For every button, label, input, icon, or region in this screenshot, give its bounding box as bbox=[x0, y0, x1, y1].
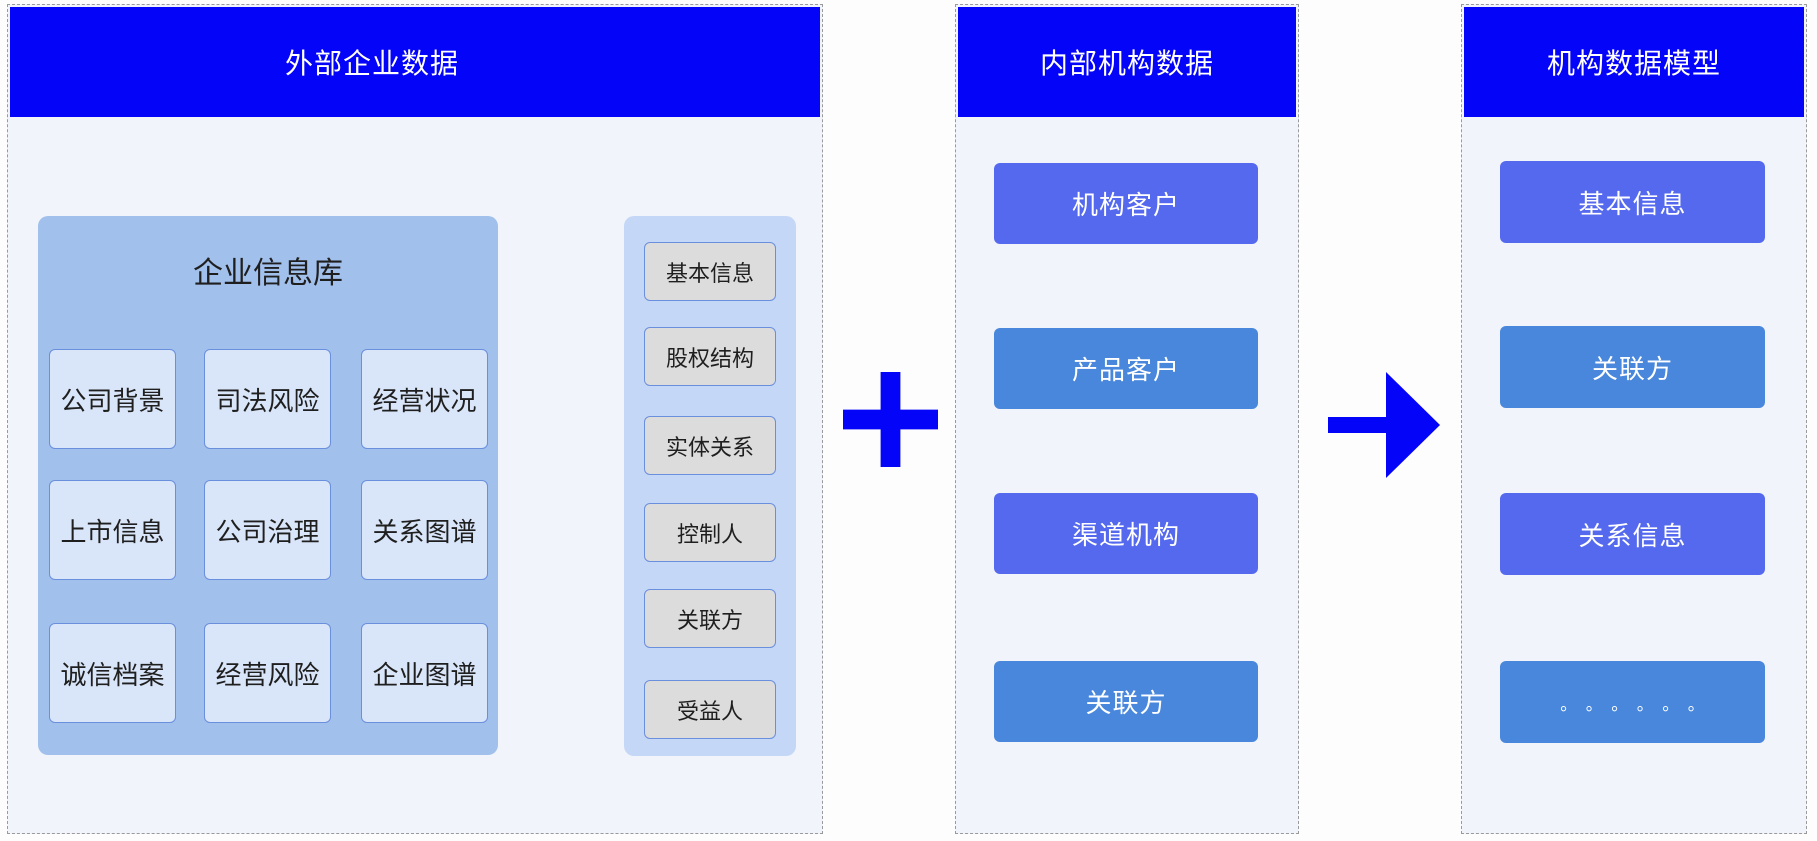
internal-node-product-customer: 产品客户 bbox=[994, 328, 1258, 409]
library-cell-enterprise-graph: 企业图谱 bbox=[361, 623, 488, 723]
panel-model-header: 机构数据模型 bbox=[1464, 7, 1804, 117]
panel-internal-title: 内部机构数据 bbox=[1039, 47, 1214, 80]
library-cell-company-background: 公司背景 bbox=[49, 349, 176, 449]
model-node-ellipsis: 。。。。。。 bbox=[1500, 661, 1765, 743]
external-attribute-column: 基本信息 股权结构 实体关系 控制人 关联方 受益人 bbox=[624, 216, 796, 756]
panel-external-enterprise-data: 外部企业数据 企业信息库 公司背景 司法风险 经营状况 上市信息 公司治理 关系… bbox=[7, 4, 823, 834]
library-cell-operating-risk: 经营风险 bbox=[204, 623, 331, 723]
internal-node-related-party: 关联方 bbox=[994, 661, 1258, 742]
arrow-right-icon bbox=[1328, 372, 1440, 478]
panel-internal-institution-data: 内部机构数据 机构客户 产品客户 渠道机构 关联方 bbox=[955, 4, 1299, 834]
column-item-equity-structure: 股权结构 bbox=[644, 327, 776, 386]
internal-node-channel-institution: 渠道机构 bbox=[994, 493, 1258, 574]
column-item-beneficiary: 受益人 bbox=[644, 680, 776, 739]
panel-model-title: 机构数据模型 bbox=[1546, 47, 1721, 80]
model-node-basic-info: 基本信息 bbox=[1500, 161, 1765, 243]
library-cell-corporate-governance: 公司治理 bbox=[204, 480, 331, 580]
library-cell-judicial-risk: 司法风险 bbox=[204, 349, 331, 449]
plus-icon bbox=[843, 372, 938, 467]
column-item-entity-relation: 实体关系 bbox=[644, 416, 776, 475]
panel-external-header: 外部企业数据 bbox=[10, 7, 820, 117]
model-node-relationship-info: 关系信息 bbox=[1500, 493, 1765, 575]
enterprise-info-library-title: 企业信息库 bbox=[193, 256, 343, 291]
library-cell-integrity-archive: 诚信档案 bbox=[49, 623, 176, 723]
panel-external-title: 外部企业数据 bbox=[284, 47, 459, 80]
panel-institution-data-model: 机构数据模型 基本信息 关联方 关系信息 。。。。。。 bbox=[1461, 4, 1807, 834]
model-node-related-party: 关联方 bbox=[1500, 326, 1765, 408]
column-item-related-party: 关联方 bbox=[644, 589, 776, 648]
library-cell-listing-info: 上市信息 bbox=[49, 480, 176, 580]
column-item-basic-info: 基本信息 bbox=[644, 242, 776, 301]
library-cell-operating-status: 经营状况 bbox=[361, 349, 488, 449]
ellipsis-dots-label: 。。。。。。 bbox=[1560, 694, 1722, 715]
panel-internal-header: 内部机构数据 bbox=[958, 7, 1296, 117]
enterprise-info-library: 企业信息库 公司背景 司法风险 经营状况 上市信息 公司治理 关系图谱 诚信档案… bbox=[38, 216, 498, 755]
column-item-controller: 控制人 bbox=[644, 503, 776, 562]
internal-node-institution-customer: 机构客户 bbox=[994, 163, 1258, 244]
library-cell-relationship-graph: 关系图谱 bbox=[361, 480, 488, 580]
